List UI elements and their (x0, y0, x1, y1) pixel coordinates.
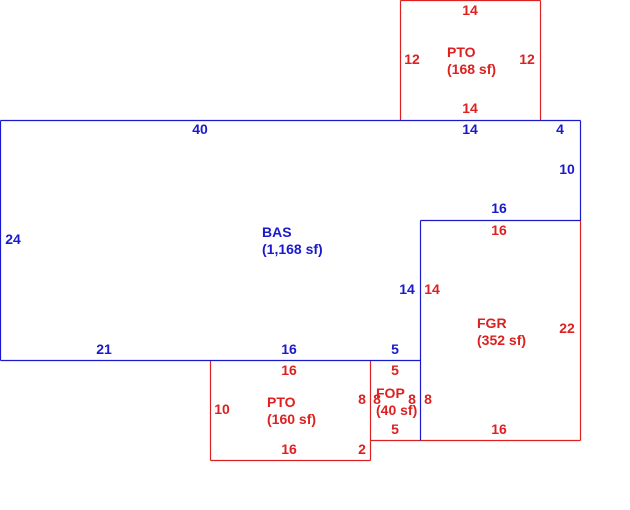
label-bas-code: BAS (262, 224, 292, 240)
dim-bas-top-right: 14 (462, 121, 478, 137)
dim-bas-top-left: 40 (192, 121, 208, 137)
dim-pto-bottom-top: 16 (281, 362, 297, 378)
dim-pto-top-top: 14 (462, 2, 478, 18)
dim-bas-bottom-mid: 16 (281, 341, 297, 357)
dim-pto-top-right: 12 (519, 51, 535, 67)
dim-fgr-left: 14 (424, 281, 440, 297)
dim-fop-right: 8 (408, 391, 416, 407)
label-pto-bottom-area: (160 sf) (267, 411, 316, 427)
dim-fop-left: 8 (373, 391, 381, 407)
dim-pto-bottom-left: 10 (214, 401, 230, 417)
pto-bottom-outline (209, 360, 372, 462)
dim-pto-bottom-right: 8 (358, 391, 366, 407)
dim-fop-right-outer: 8 (424, 391, 432, 407)
dim-fop-top: 5 (391, 362, 399, 378)
dim-bas-right-upper: 10 (559, 161, 575, 177)
dim-bas-left: 24 (5, 231, 21, 247)
dim-fgr-bottom: 16 (491, 421, 507, 437)
label-bas-area: (1,168 sf) (262, 241, 323, 257)
fgr-outline (420, 220, 582, 442)
dim-fgr-top: 16 (491, 222, 507, 238)
dim-bas-garage-top: 16 (491, 200, 507, 216)
dim-pto-bottom-bottom: 16 (281, 441, 297, 457)
dim-bas-bottom-right: 5 (391, 341, 399, 357)
bas-outline (0, 119, 582, 441)
dim-fop-bottom: 5 (391, 421, 399, 437)
dim-pto-bottom-right-short: 2 (358, 441, 366, 457)
label-pto-top-code: PTO (447, 44, 476, 60)
dim-bas-inner-vertical: 14 (399, 281, 415, 297)
pto-top-outline (399, 0, 542, 121)
dim-bas-right-step: 4 (556, 121, 564, 137)
dim-fgr-right: 22 (559, 320, 575, 336)
label-fgr-area: (352 sf) (477, 332, 526, 348)
dim-pto-top-left: 12 (404, 51, 420, 67)
dim-bas-bottom-left: 21 (96, 341, 112, 357)
dim-pto-top-bottom: 14 (462, 100, 478, 116)
label-fop-area: (40 sf) (376, 402, 417, 418)
label-fop-code: FOP (376, 385, 405, 401)
label-pto-top-area: (168 sf) (447, 61, 496, 77)
label-fgr-code: FGR (477, 315, 507, 331)
label-pto-bottom-code: PTO (267, 394, 296, 410)
